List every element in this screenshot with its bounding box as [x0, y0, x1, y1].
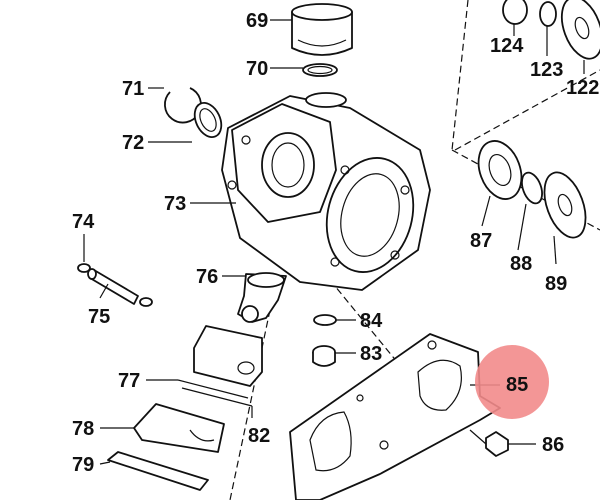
part-label-72: 72: [122, 132, 144, 154]
part-75-pin: [87, 268, 139, 305]
assembly-axis-line: [451, 0, 469, 151]
part-77-ring: [177, 379, 249, 399]
part-88-ring: [521, 171, 543, 205]
part-79-plate: [107, 451, 209, 491]
part-label-87: 87: [470, 230, 492, 252]
leader-line: [481, 195, 491, 227]
part-label-84: 84: [360, 310, 383, 332]
part-82-ring: [181, 387, 253, 407]
part-124-bearing: [502, 0, 528, 25]
part-73-pump-housing: [221, 92, 431, 291]
part-71-snap-ring: [164, 87, 202, 124]
leader-line: [99, 283, 109, 299]
part-label-78: 78: [72, 418, 94, 440]
part-label-71: 71: [122, 78, 144, 100]
assembly-axis-line: [454, 69, 600, 151]
part-76-connecting-rod: [237, 272, 287, 323]
part-label-70: 70: [246, 58, 268, 80]
assembly-axis-line: [329, 279, 421, 391]
part-label-73: 73: [164, 193, 186, 215]
part-122-washer: [560, 0, 600, 60]
part-74-ring: [139, 297, 153, 307]
part-label-124: 124: [490, 35, 524, 57]
part-85-bracket: [289, 333, 501, 500]
part-123-ring: [539, 1, 557, 27]
part-label-122: 122: [566, 77, 599, 99]
part-label-123: 123: [530, 59, 563, 81]
part-78-block: [133, 403, 225, 453]
part-label-77: 77: [118, 370, 140, 392]
part-83-plug: [312, 345, 336, 367]
part-label-69: 69: [246, 10, 268, 32]
assembly-axis-line: [451, 149, 600, 231]
part-label-75: 75: [88, 306, 110, 328]
part-label-89: 89: [545, 273, 567, 295]
part-label-74: 74: [72, 211, 95, 233]
part-label-76: 76: [196, 266, 218, 288]
part-label-88: 88: [510, 253, 532, 275]
part-72-seal: [193, 102, 223, 138]
part-piston: [193, 325, 263, 387]
part-label-82: 82: [248, 425, 270, 447]
leader-line: [99, 461, 111, 465]
highlight-circle: [475, 345, 549, 419]
part-84-o-ring: [313, 314, 337, 326]
part-69-cylinder: [291, 3, 353, 56]
part-label-79: 79: [72, 454, 94, 476]
part-87-bearing: [477, 140, 523, 200]
part-label-83: 83: [360, 343, 382, 365]
leader-line: [517, 203, 527, 251]
part-label-86: 86: [542, 434, 564, 456]
part-label-85: 85: [506, 374, 528, 396]
leader-line: [553, 235, 557, 265]
part-74-ring: [77, 263, 91, 273]
part-86-bolt: [469, 429, 509, 457]
part-89-washer: [543, 171, 587, 239]
